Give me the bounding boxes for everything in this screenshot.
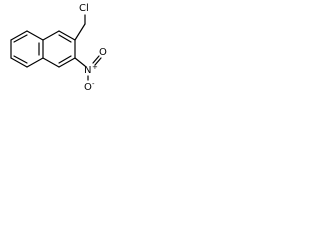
positive-charge-label: + <box>92 63 98 71</box>
bond <box>42 57 60 68</box>
bond-n-o-double <box>94 57 102 66</box>
double-bond-inner <box>58 55 72 64</box>
bond-n-o-double <box>92 55 100 64</box>
double-bond-inner <box>13 34 28 43</box>
bond-c-n <box>74 57 86 67</box>
oxygen-bottom-label: O <box>84 82 92 93</box>
bond <box>58 30 76 41</box>
negative-charge-label: - <box>92 80 95 88</box>
bond <box>26 57 44 68</box>
bond <box>42 30 60 41</box>
structure-diagram: Cl N + O O - <box>10 3 107 93</box>
double-bond-inner <box>13 55 28 64</box>
double-bond-inner <box>58 34 72 43</box>
chlorine-atom-label: Cl <box>79 3 89 14</box>
nitro-nitrogen-label: N <box>84 65 91 76</box>
bond <box>26 30 44 41</box>
bond <box>58 57 76 68</box>
oxygen-top-label: O <box>99 47 107 58</box>
bond <box>10 30 28 41</box>
bond <box>10 57 28 68</box>
bond-ch2 <box>74 23 86 41</box>
